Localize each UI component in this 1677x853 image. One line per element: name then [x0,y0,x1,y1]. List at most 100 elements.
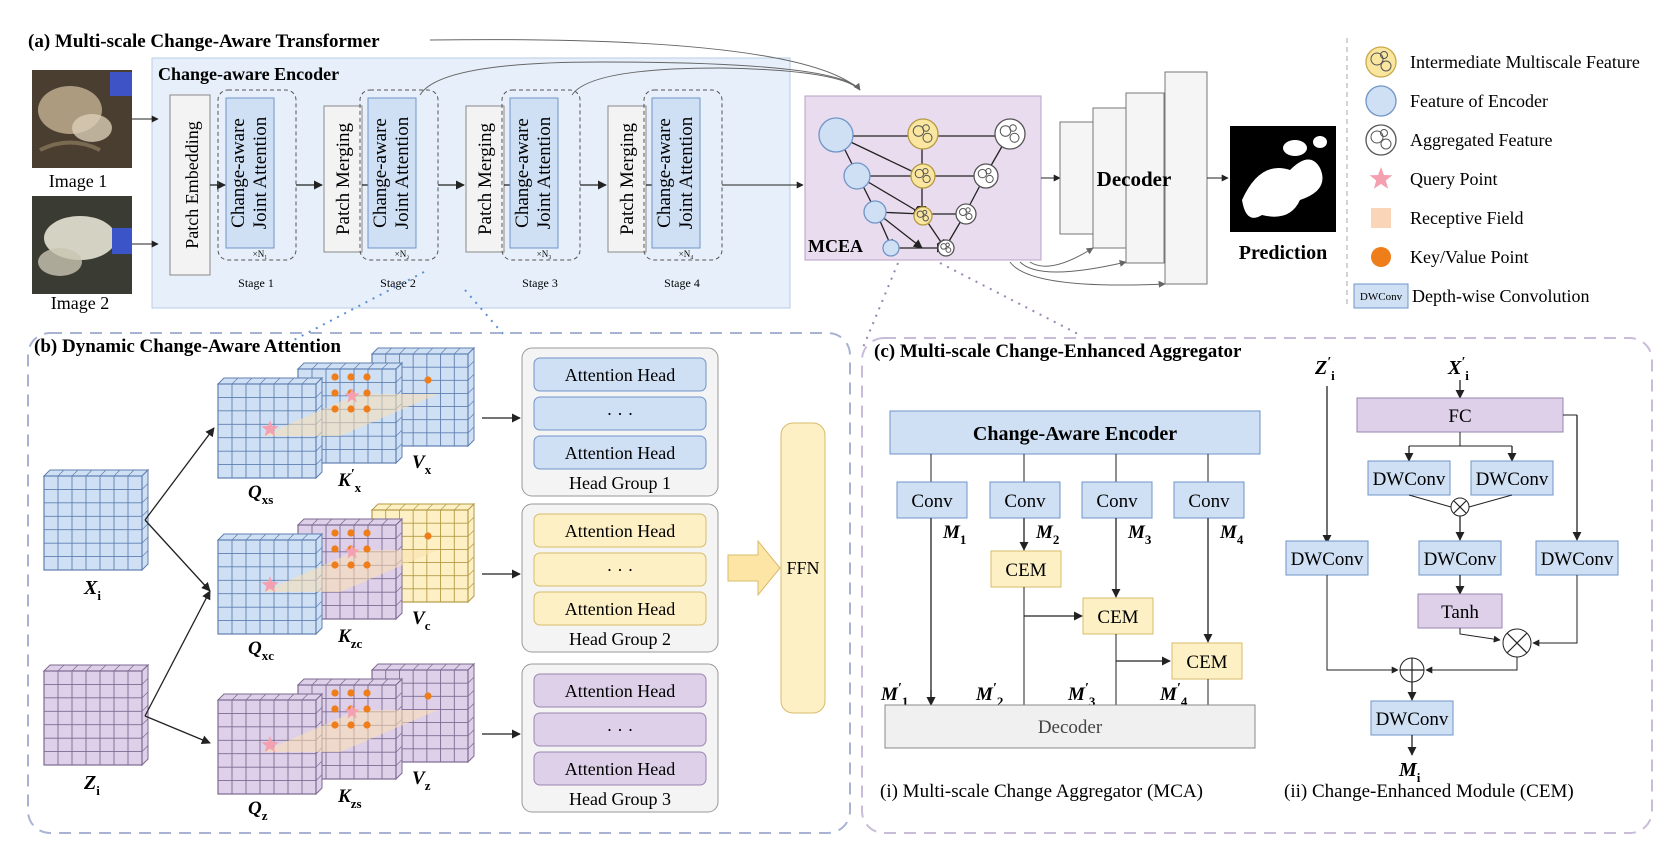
cem-label: CEM [1005,560,1046,581]
mca-encoder-label: Change-Aware Encoder [973,423,1177,445]
head-ellipsis [533,396,707,431]
stage-repeat: ×N₃ [537,249,552,259]
patch-merging-block [607,105,647,253]
key-value-point [347,373,355,381]
input-x-label: Xi [83,577,101,603]
value-point [424,376,432,384]
attention-label-line1: Change-aware [512,118,533,228]
attention-label-line2: Joint Attention [250,116,271,229]
cem-block [1171,642,1243,680]
attention-head-label: Attention Head [565,759,675,779]
skip-arc-stage1 [429,39,861,91]
receptive-field-band [262,710,438,752]
section-a-title: (a) Multi-scale Change-Aware Transformer [28,31,380,52]
query-point-icon [1369,167,1393,189]
stage-1-frame [217,89,297,261]
stage-repeat: ×N₄ [679,249,694,259]
section-c-title: (c) Multi-scale Change-Enhanced Aggregat… [874,341,1242,362]
prediction-label: Prediction [1239,242,1328,264]
m-prime-label: M′4 [1159,681,1188,709]
attention-label-line1: Change-aware [370,118,391,228]
key-value-point [363,561,371,569]
head-ellipsis [533,712,707,747]
prediction-mask [1230,126,1336,232]
dwconv-a [1367,460,1451,496]
key-value-point [363,705,371,713]
tanh-block [1417,593,1503,629]
mca-caption: (i) Multi-scale Change Aggregator (MCA) [880,781,1203,802]
dwconv-mid [1418,540,1502,576]
encoder-feature-node [818,117,854,153]
conv-block [1173,481,1245,519]
stage-label: Stage 3 [522,276,558,290]
attention-label-line1: Change-aware [228,118,249,228]
key-label: K′x [337,467,362,495]
key-value-point-icon [1371,247,1391,267]
attention-label-line2: Joint Attention [676,116,697,229]
head-group-caption: Head Group 3 [569,789,671,809]
receptive-field-band [262,394,438,436]
value-label: Vz [412,768,431,793]
key-value-point [331,373,339,381]
patch-merging-label: Patch Merging [333,122,354,235]
dwconv-label: DWConv [1541,549,1614,570]
legend-label: Feature of Encoder [1410,91,1548,111]
dwconv-label: DWConv [1376,709,1449,730]
cem-label: CEM [1097,607,1138,628]
joint-attention-block [225,97,275,249]
mcea-edge [837,135,923,177]
query-point [261,420,279,437]
legend-label: Aggregated Feature [1410,130,1552,150]
stage-4-frame [643,89,723,261]
aggregated-feature-icon [1365,124,1397,156]
key-value-point [331,561,339,569]
intermediate-feature-icon [1365,46,1397,78]
patch-merging-label: Patch Merging [475,122,496,235]
ffn-arrow [727,539,781,597]
conv-label: Conv [1004,491,1046,512]
input-arrow [144,715,211,745]
key-value-point [363,721,371,729]
query-point [261,736,279,753]
attention-label-line2: Joint Attention [534,116,555,229]
attention-label-line2: Joint Attention [392,116,413,229]
input-z-grid [42,663,150,767]
input-image-1 [32,70,132,168]
dwconv-b [1470,460,1554,496]
legend-label: Key/Value Point [1410,247,1529,267]
joint-attention-block [509,97,559,249]
stage-label: Stage 4 [664,276,700,290]
m-feature-label: M2 [1035,522,1059,547]
dwconv-label: DWConv [1373,469,1446,490]
skip-arc-stage2 [419,61,861,96]
key-value-point [347,405,355,413]
attention-head [533,673,707,708]
dwconv-badge-text: DWConv [1360,291,1403,303]
m-prime-label: M′2 [975,681,1003,709]
key-value-point [347,561,355,569]
ffn-label: FFN [786,558,819,578]
key-value-point [363,373,371,381]
attention-head-label: · · · [607,560,634,580]
cem-input-z: Z′i [1314,355,1335,383]
encoder-feature-node [863,200,887,224]
image-1-label: Image 1 [49,171,107,191]
head-group-caption: Head Group 2 [569,629,671,649]
image-2-label: Image 2 [51,293,109,313]
key-value-point [331,405,339,413]
fc-label: FC [1448,406,1471,427]
patch-embedding-block [169,94,211,276]
query-label: Qxc [248,638,274,663]
attention-head-label: Attention Head [565,681,675,701]
attention-head [533,357,707,392]
cem-block [990,550,1062,588]
key-value-point [331,529,339,537]
key-value-point [363,405,371,413]
mca-decoder-label: Decoder [1038,717,1103,738]
m-feature-label: M4 [1219,522,1244,547]
encoder-title: Change-aware Encoder [158,64,339,84]
